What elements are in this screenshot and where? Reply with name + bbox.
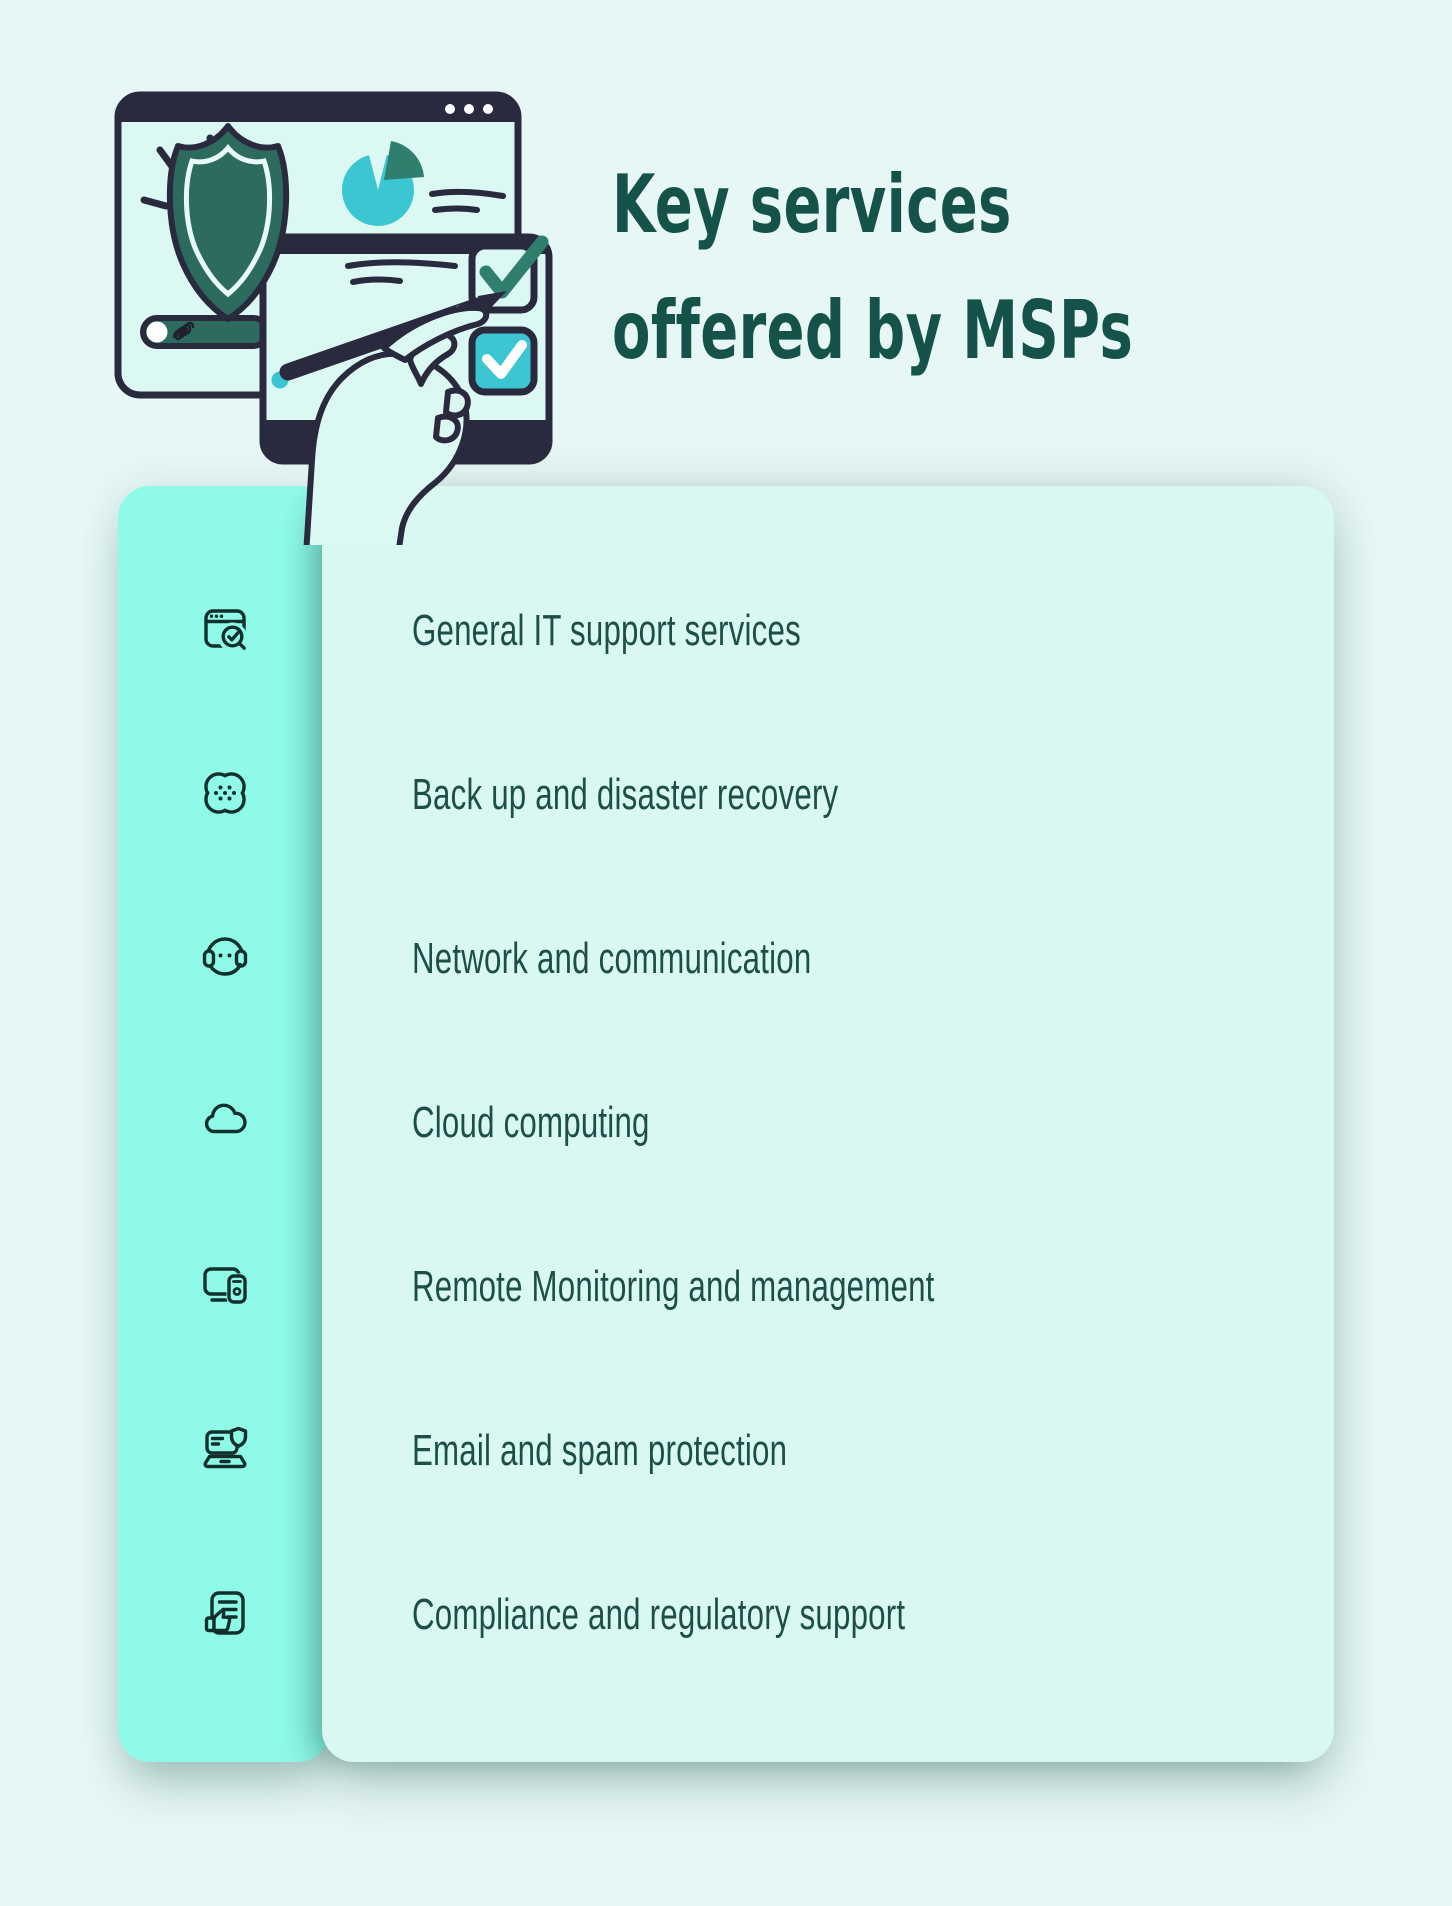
service-label: General IT support services xyxy=(412,606,801,655)
monitor-phone-icon xyxy=(199,1259,251,1311)
page-title: Key services offered by MSPs xyxy=(612,142,1357,394)
service-label: Back up and disaster recovery xyxy=(412,770,839,819)
page-title-line2: offered by MSPs xyxy=(612,284,1134,377)
laptop-shield-icon xyxy=(199,1423,251,1475)
browser-window-illustration xyxy=(114,91,522,399)
cloud-icon xyxy=(199,1095,251,1147)
checkbox-checked-filled xyxy=(468,326,538,396)
service-label: Remote Monitoring and management xyxy=(412,1262,935,1311)
search-bar-illustration xyxy=(140,315,270,349)
document-approval-icon xyxy=(199,1587,251,1639)
headset-icon xyxy=(199,931,251,983)
browser-search-icon xyxy=(199,603,251,655)
tablet-illustration xyxy=(259,233,553,465)
page-title-line1: Key services xyxy=(612,158,1012,251)
checkbox-checked-outline xyxy=(468,235,549,314)
service-label: Compliance and regulatory support xyxy=(412,1590,906,1639)
shield-illustration xyxy=(166,123,290,322)
patch-icon xyxy=(199,767,251,819)
service-label: Email and spam protection xyxy=(412,1426,788,1475)
service-label: Cloud computing xyxy=(412,1098,650,1147)
pie-chart-illustration xyxy=(342,141,424,226)
icon-rail xyxy=(118,486,330,1762)
hero-illustration xyxy=(114,91,553,545)
service-label: Network and communication xyxy=(412,934,812,983)
